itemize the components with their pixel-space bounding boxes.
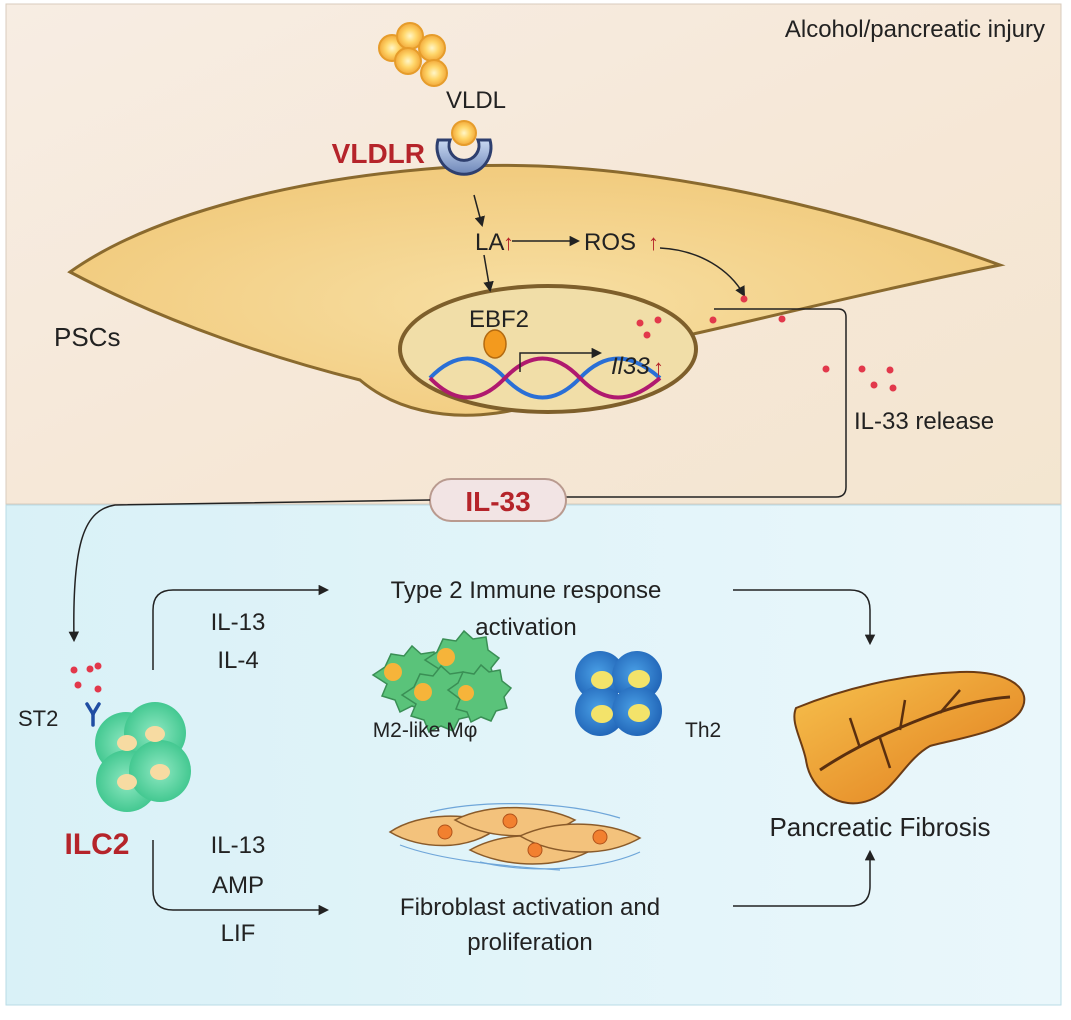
arrow-il33-to-ilc2 [68, 499, 431, 643]
amp-label: AMP [212, 872, 264, 899]
il33-gene-up-arrow: ↑ [653, 355, 664, 380]
il33-badge-label: IL-33 [465, 486, 530, 517]
ebf2-label: EBF2 [469, 306, 529, 333]
th2-cells [575, 651, 662, 736]
nucleus [398, 284, 698, 414]
type2-label-line1: Type 2 Immune response [391, 577, 662, 604]
ilc2-label: ILC2 [64, 828, 129, 861]
vldl-particles [378, 22, 448, 87]
arrow-la-to-ebf2 [483, 254, 494, 293]
arrow-ilc2-to-type2 [152, 584, 330, 670]
st2-il33-dots [70, 662, 102, 693]
la-label: LA [475, 229, 504, 256]
st2-receptor [85, 702, 101, 727]
pancreatic-fibrosis-label: Pancreatic Fibrosis [769, 812, 990, 842]
il4-label: IL-4 [217, 647, 258, 674]
fibroblast-label-line1: Fibroblast activation and [400, 894, 660, 921]
ros-label: ROS [584, 229, 636, 256]
th2-label: Th2 [685, 719, 721, 742]
il13-top-label: IL-13 [211, 609, 266, 636]
vldl-receptor [435, 120, 493, 176]
arrow-ilc2-to-fibroblast [152, 840, 330, 916]
type2-label-line2: activation [475, 614, 576, 641]
ebf2-factor [483, 329, 507, 359]
dna-strand-blue [428, 356, 662, 400]
m2-label: M2-like Mφ [373, 719, 478, 742]
il33-dots [636, 295, 897, 392]
il33-release-connector [566, 308, 847, 498]
vldl-label: VLDL [446, 87, 506, 114]
lif-label: LIF [221, 920, 256, 947]
il33-gene-label: Il33 [611, 353, 650, 380]
fibroblast-label-line2: proliferation [467, 929, 592, 956]
il13-bottom-label: IL-13 [211, 832, 266, 859]
il33-release-label: IL-33 release [854, 408, 994, 435]
arrow-vldlr-to-la [473, 194, 485, 228]
m2-macrophage-cells [371, 629, 513, 734]
arrow-fibroblast-to-fibrosis [733, 849, 876, 907]
injury-label: Alcohol/pancreatic injury [785, 16, 1045, 43]
la-up-arrow: ↑ [503, 230, 514, 255]
transcription-arrow [519, 347, 603, 372]
vldlr-label: VLDLR [332, 138, 425, 169]
fibroblast-cells [388, 803, 642, 871]
arrow-type2-to-fibrosis [733, 589, 876, 646]
st2-label: ST2 [18, 706, 58, 731]
pscs-label: PSCs [54, 322, 120, 352]
arrow-ros-to-release [659, 247, 746, 297]
dna-strand-magenta [428, 356, 662, 400]
ros-up-arrow: ↑ [648, 230, 659, 255]
pancreas-illustration [793, 670, 1026, 805]
ilc2-cells [95, 702, 191, 812]
